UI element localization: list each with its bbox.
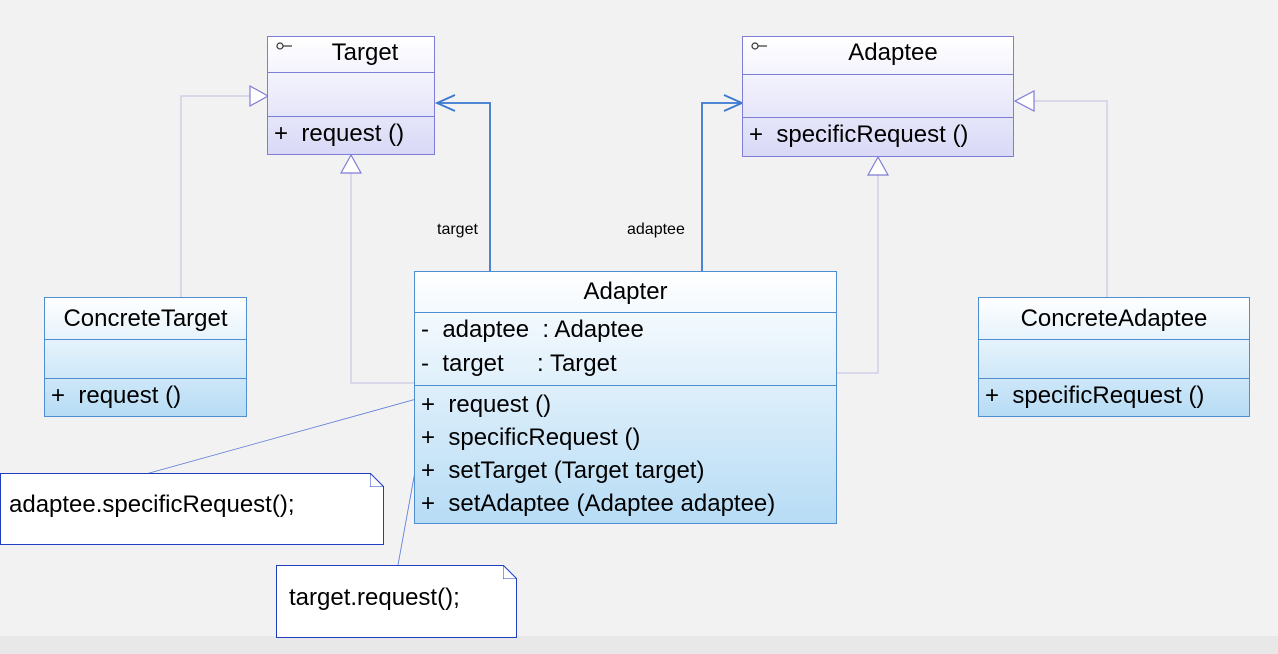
class-adapter[interactable]: Adapter - adaptee : Adaptee - target : T… (414, 271, 837, 524)
target-operations: + request () (268, 117, 434, 151)
target-attributes (268, 73, 434, 117)
adapter-attr: - target : Target (421, 350, 617, 377)
interface-icon (751, 42, 767, 50)
concrete-adaptee-op: + specificRequest () (985, 382, 1205, 409)
concrete-target-attributes (45, 340, 246, 379)
interface-icon (276, 42, 292, 50)
association-label-adaptee: adaptee (627, 221, 685, 238)
realization-arrowhead-adaptee-bottom (866, 155, 890, 176)
target-op: + request () (274, 120, 405, 147)
note-fold-icon (503, 565, 517, 579)
realization-adapter-to-target (350, 172, 414, 384)
note-target-call-text: target.request(); (289, 584, 460, 611)
adaptee-name-section: Adaptee (743, 37, 1013, 75)
target-name-section: Target (268, 37, 434, 73)
note-anchor-adaptee-call (134, 397, 421, 478)
concrete-adaptee-attributes (979, 340, 1249, 379)
concrete-adaptee-name: ConcreteAdaptee (1020, 305, 1208, 332)
class-concrete-target[interactable]: ConcreteTarget + request () (44, 297, 247, 417)
adapter-op: + setTarget (Target target) (421, 457, 705, 484)
adaptee-attributes (743, 75, 1013, 118)
association-label-target: target (437, 221, 478, 238)
adapter-op: + setAdaptee (Adaptee adaptee) (421, 490, 776, 517)
adaptee-name: Adaptee (848, 39, 938, 66)
concrete-target-op: + request () (51, 382, 182, 409)
adapter-op: + request () (421, 391, 552, 418)
concrete-adaptee-name-section: ConcreteAdaptee (979, 298, 1249, 340)
bottom-strip (0, 636, 1278, 654)
association-adapter-target (437, 102, 491, 272)
association-arrowhead-target (434, 94, 456, 112)
concrete-target-operations: + request () (45, 379, 246, 413)
class-concrete-adaptee[interactable]: ConcreteAdaptee + specificRequest () (978, 297, 1250, 417)
note-target-call[interactable]: target.request(); (276, 565, 517, 638)
realization-arrowhead-target-bottom (339, 153, 363, 174)
realization-arrowhead-adaptee-right (1013, 90, 1035, 112)
concrete-adaptee-operations: + specificRequest () (979, 379, 1249, 413)
association-adapter-adaptee (701, 102, 742, 272)
class-adaptee[interactable]: Adaptee + specificRequest () (742, 36, 1014, 157)
note-fold-icon (370, 473, 384, 487)
concrete-target-name: ConcreteTarget (63, 305, 228, 332)
adapter-name: Adapter (583, 278, 668, 305)
adapter-name-section: Adapter (415, 272, 836, 313)
adaptee-operations: + specificRequest () (743, 118, 1013, 152)
realization-adapter-to-adaptee (837, 174, 879, 374)
adapter-attr: - adaptee : Adaptee (421, 316, 644, 343)
concrete-target-name-section: ConcreteTarget (45, 298, 246, 340)
adaptee-op: + specificRequest () (749, 121, 969, 148)
adapter-op: + specificRequest () (421, 424, 641, 451)
note-adaptee-call-text: adaptee.specificRequest(); (9, 491, 295, 518)
realization-concretetarget-to-target (180, 95, 250, 297)
note-adaptee-call[interactable]: adaptee.specificRequest(); (0, 473, 384, 545)
adapter-attributes: - adaptee : Adaptee - target : Target (415, 313, 836, 386)
target-name: Target (331, 39, 399, 66)
adapter-operations: + request () + specificRequest () + setT… (415, 386, 836, 520)
realization-concreteadaptee-to-adaptee (1034, 100, 1108, 297)
realization-arrowhead-target-left (249, 84, 270, 108)
class-target[interactable]: Target + request () (267, 36, 435, 155)
